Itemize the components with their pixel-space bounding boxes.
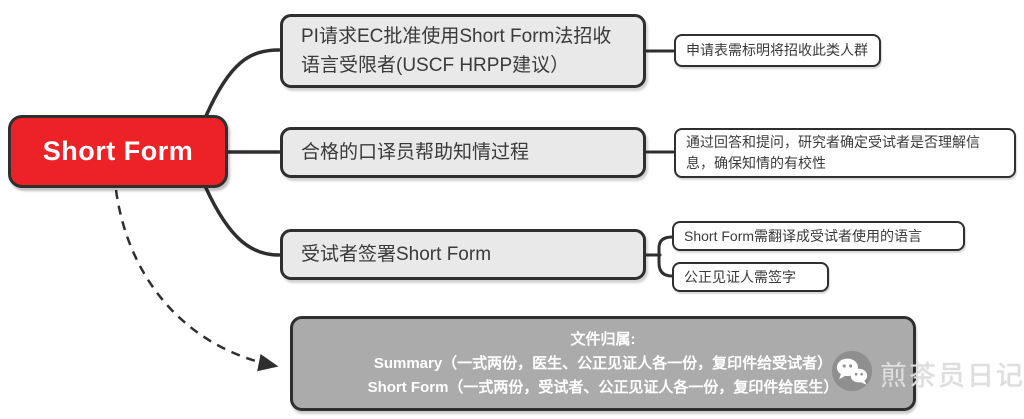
footer-note-line: Short Form（一式两份，受试者、公正见证人各一份，复印件给医生）: [367, 378, 839, 396]
leaf-node-translation: Short Form需翻译成受试者使用的语言: [672, 221, 965, 251]
leaf-node-qa-validity: 通过回答和提问，研究者确定受试者是否理解信息，确保知情的有校性: [674, 128, 1016, 178]
leaf-node-witness-signature: 公正见证人需签字: [672, 262, 829, 292]
leaf-node-label: 通过回答和提问，研究者确定受试者是否理解信息，确保知情的有校性: [686, 134, 980, 171]
watermark: 煎茶员日记: [830, 349, 1024, 398]
leaf-node-application-form: 申请表需标明将招收此类人群: [674, 34, 881, 67]
branch-node-sign-short-form: 受试者签署Short Form: [280, 229, 646, 280]
connector-branch3-bracket: [657, 235, 674, 278]
root-node-short-form: Short Form: [8, 115, 228, 188]
branch-node-label: 受试者签署Short Form: [301, 243, 492, 265]
wechat-icon: [830, 349, 874, 398]
footer-note-title: 文件归属:: [570, 330, 636, 348]
leaf-node-label: 公正见证人需签字: [684, 268, 796, 285]
branch-node-label: PI请求EC批准使用Short Form法招收语言受限者(USCF HRPP建议…: [301, 25, 612, 76]
branch-node-pi-request: PI请求EC批准使用Short Form法招收语言受限者(USCF HRPP建议…: [280, 14, 646, 88]
connector-root-footer-dashed: [114, 189, 279, 372]
connector-root-branch1: [204, 48, 281, 118]
branch-node-label: 合格的口译员帮助知情过程: [301, 141, 530, 163]
footer-note-line: Summary（一式两份，医生、公正见证人各一份，复印件给受试者）: [373, 354, 833, 372]
root-node-label: Short Form: [42, 136, 194, 166]
branch-node-interpreter: 合格的口译员帮助知情过程: [280, 127, 646, 178]
watermark-text: 煎茶员日记: [880, 361, 1024, 391]
leaf-node-label: 申请表需标明将招收此类人群: [686, 42, 868, 58]
footer-note-document-ownership: 文件归属: Summary（一式两份，医生、公正见证人各一份，复印件给受试者） …: [290, 316, 916, 411]
connector-root-branch3: [204, 186, 281, 257]
leaf-node-label: Short Form需翻译成受试者使用的语言: [684, 227, 923, 244]
